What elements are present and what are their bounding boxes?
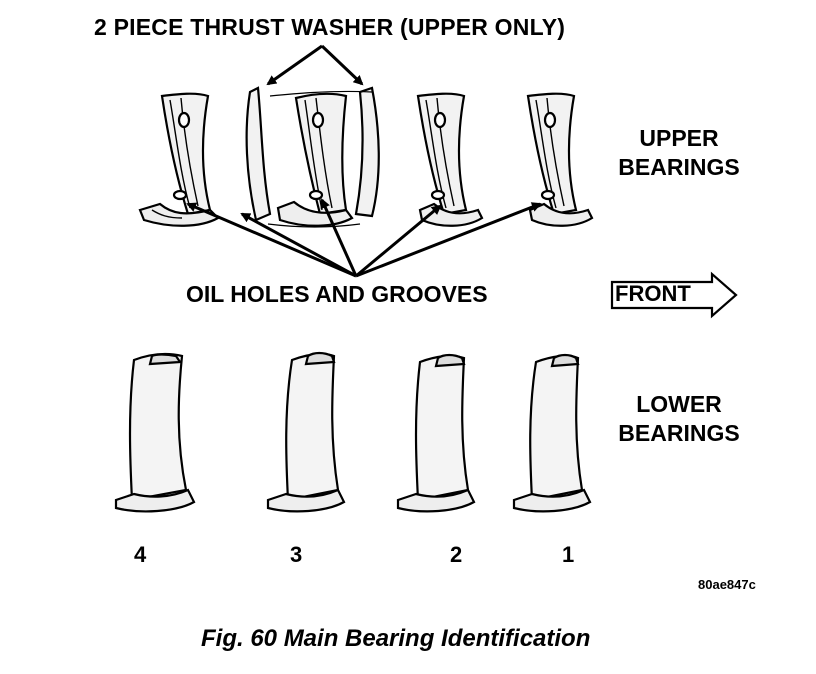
upper-bearing-1 bbox=[526, 92, 594, 227]
upper-bearing-3 bbox=[245, 86, 380, 228]
upper-bearing-2 bbox=[416, 92, 484, 227]
figure-caption: Fig. 60 Main Bearing Identification bbox=[201, 625, 591, 652]
oil-hole-arrows bbox=[186, 198, 542, 278]
upper-bearings-label-line1: UPPER bbox=[639, 125, 719, 151]
thrust-washer-arrows bbox=[266, 44, 364, 86]
upper-bearings-label: UPPER BEARINGS bbox=[604, 124, 754, 182]
lower-bearings-label-line1: LOWER bbox=[636, 391, 722, 417]
thrust-washer-right bbox=[354, 86, 380, 218]
bearing-number-3: 3 bbox=[290, 542, 303, 567]
lower-bearing-1 bbox=[512, 353, 592, 513]
front-arrow bbox=[610, 271, 738, 319]
front-label: FRONT bbox=[615, 281, 691, 306]
bearing-number-4: 4 bbox=[134, 542, 147, 567]
lower-bearing-3 bbox=[266, 351, 346, 513]
bearing-number-1: 1 bbox=[562, 542, 575, 567]
lower-bearings-label-line2: BEARINGS bbox=[618, 420, 740, 446]
oil-holes-label: OIL HOLES AND GROOVES bbox=[186, 281, 488, 307]
upper-bearing-4 bbox=[138, 92, 220, 227]
lower-bearing-4 bbox=[114, 352, 196, 513]
lower-bearings-label: LOWER BEARINGS bbox=[604, 390, 754, 448]
lower-bearing-2 bbox=[396, 353, 476, 513]
figure-code: 80ae847c bbox=[698, 577, 756, 592]
thrust-washer-left bbox=[245, 86, 272, 222]
thrust-washer-label: 2 PIECE THRUST WASHER (UPPER ONLY) bbox=[94, 14, 566, 40]
bearing-number-2: 2 bbox=[450, 542, 463, 567]
upper-bearings-label-line2: BEARINGS bbox=[618, 154, 740, 180]
